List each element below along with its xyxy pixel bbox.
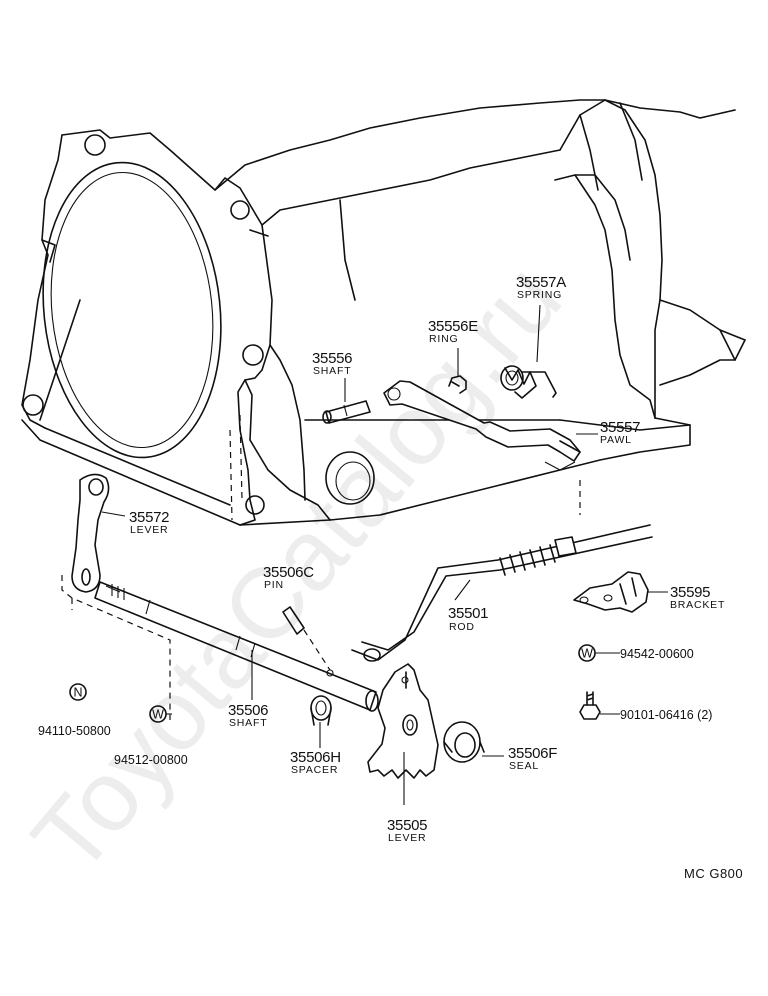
bolt-90101-icon — [579, 691, 620, 720]
svg-text:W: W — [152, 708, 164, 722]
fastener-94542-label: 94542-00600 — [620, 647, 694, 661]
part-number: 35506F — [508, 745, 557, 762]
fastener-90101-label: 90101-06416 (2) — [620, 708, 712, 722]
part-name: PAWL — [600, 434, 632, 446]
part-number: 35505 — [387, 817, 427, 834]
shaft-35506-part — [94, 581, 379, 712]
label-35506H: 35506H SPACER — [290, 749, 341, 776]
part-number: 35506 — [228, 702, 268, 719]
part-number: 35556E — [428, 318, 478, 335]
label-35506C: 35506C PIN — [263, 564, 315, 591]
label-35572: 35572 LEVER — [129, 509, 170, 536]
pawl-part — [383, 380, 598, 462]
part-number: 35557 — [600, 419, 640, 436]
label-35556: 35556 SHAFT — [312, 350, 353, 377]
diagram-code: MC G800 — [684, 866, 743, 881]
lever-35572-part — [71, 473, 126, 593]
label-35505: 35505 LEVER — [387, 817, 428, 844]
part-name: SHAFT — [229, 717, 267, 729]
nut-94110-symbol: N — [69, 683, 87, 701]
part-name: SPACER — [291, 764, 338, 776]
label-35557: 35557 PAWL — [600, 419, 641, 446]
part-number: 35572 — [129, 509, 169, 526]
part-name: LEVER — [130, 524, 168, 536]
spacer-part — [310, 695, 332, 748]
washer-94512-symbol: W — [149, 705, 172, 723]
fastener-94512-label: 94512-00800 — [114, 753, 188, 767]
part-number: 35557A — [516, 274, 566, 291]
svg-text:W: W — [581, 647, 593, 661]
label-35501: 35501 ROD — [448, 605, 489, 633]
part-number: 35506C — [263, 564, 314, 581]
part-name: RING — [429, 333, 458, 345]
svg-text:N: N — [73, 686, 82, 700]
part-number: 35506H — [290, 749, 341, 766]
washer-94542-symbol: W — [578, 644, 620, 662]
part-number: 35501 — [448, 605, 488, 622]
label-35506: 35506 SHAFT — [228, 702, 269, 729]
label-35506F: 35506F SEAL — [508, 745, 558, 772]
fastener-94110-label: 94110-50800 — [38, 724, 111, 738]
part-name: ROD — [449, 621, 475, 633]
part-name: LEVER — [388, 832, 426, 844]
part-name: BRACKET — [670, 599, 725, 611]
rod-part — [351, 524, 653, 662]
transmission-housing — [21, 99, 746, 526]
part-name: SPRING — [517, 289, 562, 301]
part-number: 35556 — [312, 350, 352, 367]
ring-part — [448, 348, 467, 394]
part-name: SHAFT — [313, 365, 351, 377]
shaft-35556-part — [322, 378, 371, 424]
lever-35505-part — [367, 663, 439, 805]
part-name: PIN — [264, 579, 284, 591]
part-number: 35595 — [670, 584, 710, 601]
spring-part — [500, 304, 557, 399]
label-35557A: 35557A SPRING — [516, 274, 567, 301]
label-35595: 35595 BRACKET — [670, 584, 725, 611]
label-35556E: 35556E RING — [428, 318, 479, 345]
seal-part — [443, 721, 504, 763]
pin-part — [282, 606, 334, 677]
part-name: SEAL — [509, 760, 539, 772]
bracket-part — [573, 571, 668, 613]
